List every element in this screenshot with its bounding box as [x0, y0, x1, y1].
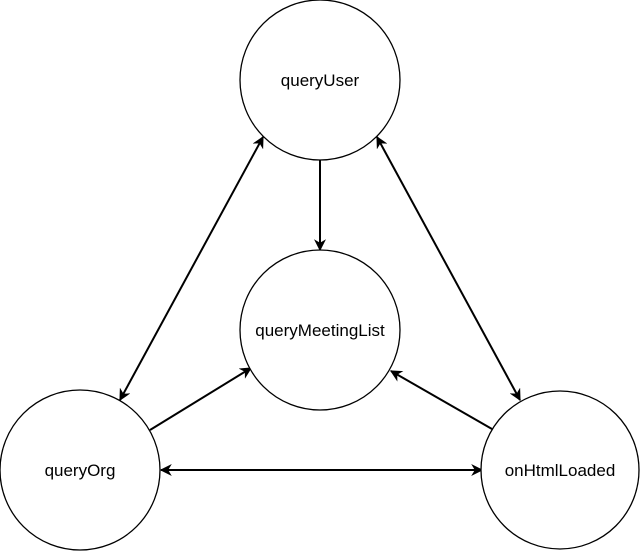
edge-queryorg-to-querymeetinglist — [149, 367, 253, 431]
node-query-meeting-list: queryMeetingList — [239, 249, 401, 411]
node-query-org: queryOrg — [0, 389, 161, 551]
edge-onhtmlloaded-to-querymeetinglist — [389, 370, 493, 430]
node-query-user-label: queryUser — [281, 71, 360, 90]
node-query-org-label: queryOrg — [45, 461, 116, 480]
node-on-html-loaded: onHtmlLoaded — [480, 390, 640, 550]
node-query-user: queryUser — [239, 0, 401, 161]
node-query-meeting-list-label: queryMeetingList — [255, 321, 385, 340]
edge-queryuser-onhtmlloaded — [376, 135, 521, 402]
edge-queryuser-queryorg — [119, 135, 264, 402]
node-on-html-loaded-label: onHtmlLoaded — [505, 461, 616, 480]
